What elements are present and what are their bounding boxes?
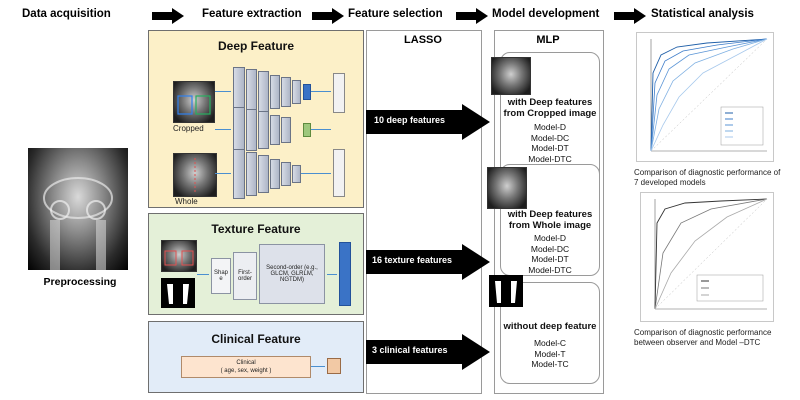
model-item: Model-D — [533, 122, 567, 132]
model-item: Model-DC — [530, 132, 570, 143]
stage-feature-selection: Feature selection — [348, 8, 443, 20]
mask-model-thumb — [489, 275, 523, 307]
clinical-features-label: 3 clinical features — [372, 345, 448, 355]
deep-feature-title: Deep Feature — [217, 39, 295, 53]
model-group-title-line: with Deep features — [507, 209, 593, 220]
mlp-column — [494, 30, 604, 394]
lasso-label: LASSO — [404, 34, 442, 46]
texture-roi-thumb — [161, 240, 197, 272]
model-item: Model-D — [533, 233, 567, 243]
model-item: Model-DT — [531, 143, 569, 153]
clinical-output-cube — [327, 358, 341, 374]
deep-features-label: 10 deep features — [374, 115, 446, 125]
texture-mask-thumb — [161, 278, 195, 308]
model-item: Model-DTC — [528, 153, 572, 164]
clinical-arrow-line — [311, 366, 325, 367]
first-order-box: First- order — [233, 252, 257, 300]
clinical-feature-panel: Clinical Feature Clinical ( age, sex, we… — [148, 321, 364, 393]
second-order-box: Second-order (e.g., GLCM, GLRLM, NGTDM) — [259, 244, 325, 304]
model-item: Model-T — [534, 348, 566, 359]
model-group-whole: with Deep features from Whole image Mode… — [487, 164, 600, 276]
deep-features-arrow: 10 deep features — [366, 104, 490, 140]
stage-arrow-icon — [614, 8, 646, 29]
pelvis-xray-image — [28, 148, 128, 270]
deep-feature-panel: Deep Feature Cropped Whole — [148, 30, 364, 208]
texture-features-arrow: 16 texture features — [366, 244, 490, 280]
texture-feature-panel: Texture Feature Shap e First- order Seco… — [148, 213, 364, 315]
mlp-label: MLP — [536, 34, 560, 46]
shape-box: Shap e — [211, 258, 231, 294]
model-group-title-line: with Deep features — [507, 97, 593, 108]
stage-data-acquisition: Data acquisition — [22, 8, 111, 20]
texture-arrow-line — [197, 274, 209, 275]
model-group-title-line: from Whole image — [508, 220, 592, 231]
model-item: Model-DC — [530, 243, 570, 254]
cropped-image-thumb — [173, 81, 215, 123]
stage-feature-extraction: Feature extraction — [202, 8, 302, 20]
texture-feature-title: Texture Feature — [211, 222, 301, 236]
model-group-title-line: from Cropped image — [503, 108, 597, 119]
shape-label: Shap e — [213, 270, 228, 282]
cropped-model-thumb — [491, 57, 531, 95]
model-item: Model-DTC — [528, 264, 572, 275]
model-item: Model-DT — [531, 254, 569, 264]
stage-model-development: Model development — [492, 8, 600, 20]
stage-arrow-icon — [456, 8, 488, 29]
texture-output-layer — [339, 242, 351, 306]
model-group-title-line: without deep feature — [503, 321, 597, 332]
clinical-feature-title: Clinical Feature — [211, 332, 301, 346]
stage-statistical-analysis: Statistical analysis — [651, 8, 754, 20]
model-item: Model-TC — [531, 359, 569, 369]
whole-label: Whole — [175, 197, 198, 206]
texture-features-label: 16 texture features — [372, 255, 453, 265]
model-item: Model-C — [533, 338, 567, 348]
whole-model-thumb — [487, 167, 527, 209]
clinical-features-arrow: 3 clinical features — [366, 334, 490, 370]
second-order-label: Second-order (e.g., GLCM, GLRLM, NGTDM) — [266, 265, 318, 283]
whole-image-thumb — [173, 153, 217, 197]
model-group-no-deep: without deep feature Model-C Model-T Mod… — [489, 275, 600, 384]
lasso-column — [366, 30, 482, 394]
stage-arrow-icon — [152, 8, 184, 29]
first-order-label: First- order — [237, 270, 252, 282]
cropped-label: Cropped — [173, 124, 204, 133]
roc-plot-models — [636, 32, 774, 162]
clinical-bar: Clinical ( age, sex, weight ) — [181, 356, 311, 378]
roc-plot-observer — [640, 192, 774, 322]
clinical-bar-label: Clinical — [236, 360, 256, 366]
texture-arrow-line — [327, 274, 337, 275]
preprocessing-label: Preprocessing — [43, 276, 117, 288]
model-group-cropped: with Deep features from Cropped image Mo… — [491, 52, 600, 186]
roc2-caption: Comparison of diagnostic performance bet… — [634, 328, 772, 347]
clinical-bar-sub: ( age, sex, weight ) — [220, 368, 272, 374]
roc1-caption: Comparison of diagnostic performance of … — [634, 168, 781, 187]
stage-arrow-icon — [312, 8, 344, 29]
